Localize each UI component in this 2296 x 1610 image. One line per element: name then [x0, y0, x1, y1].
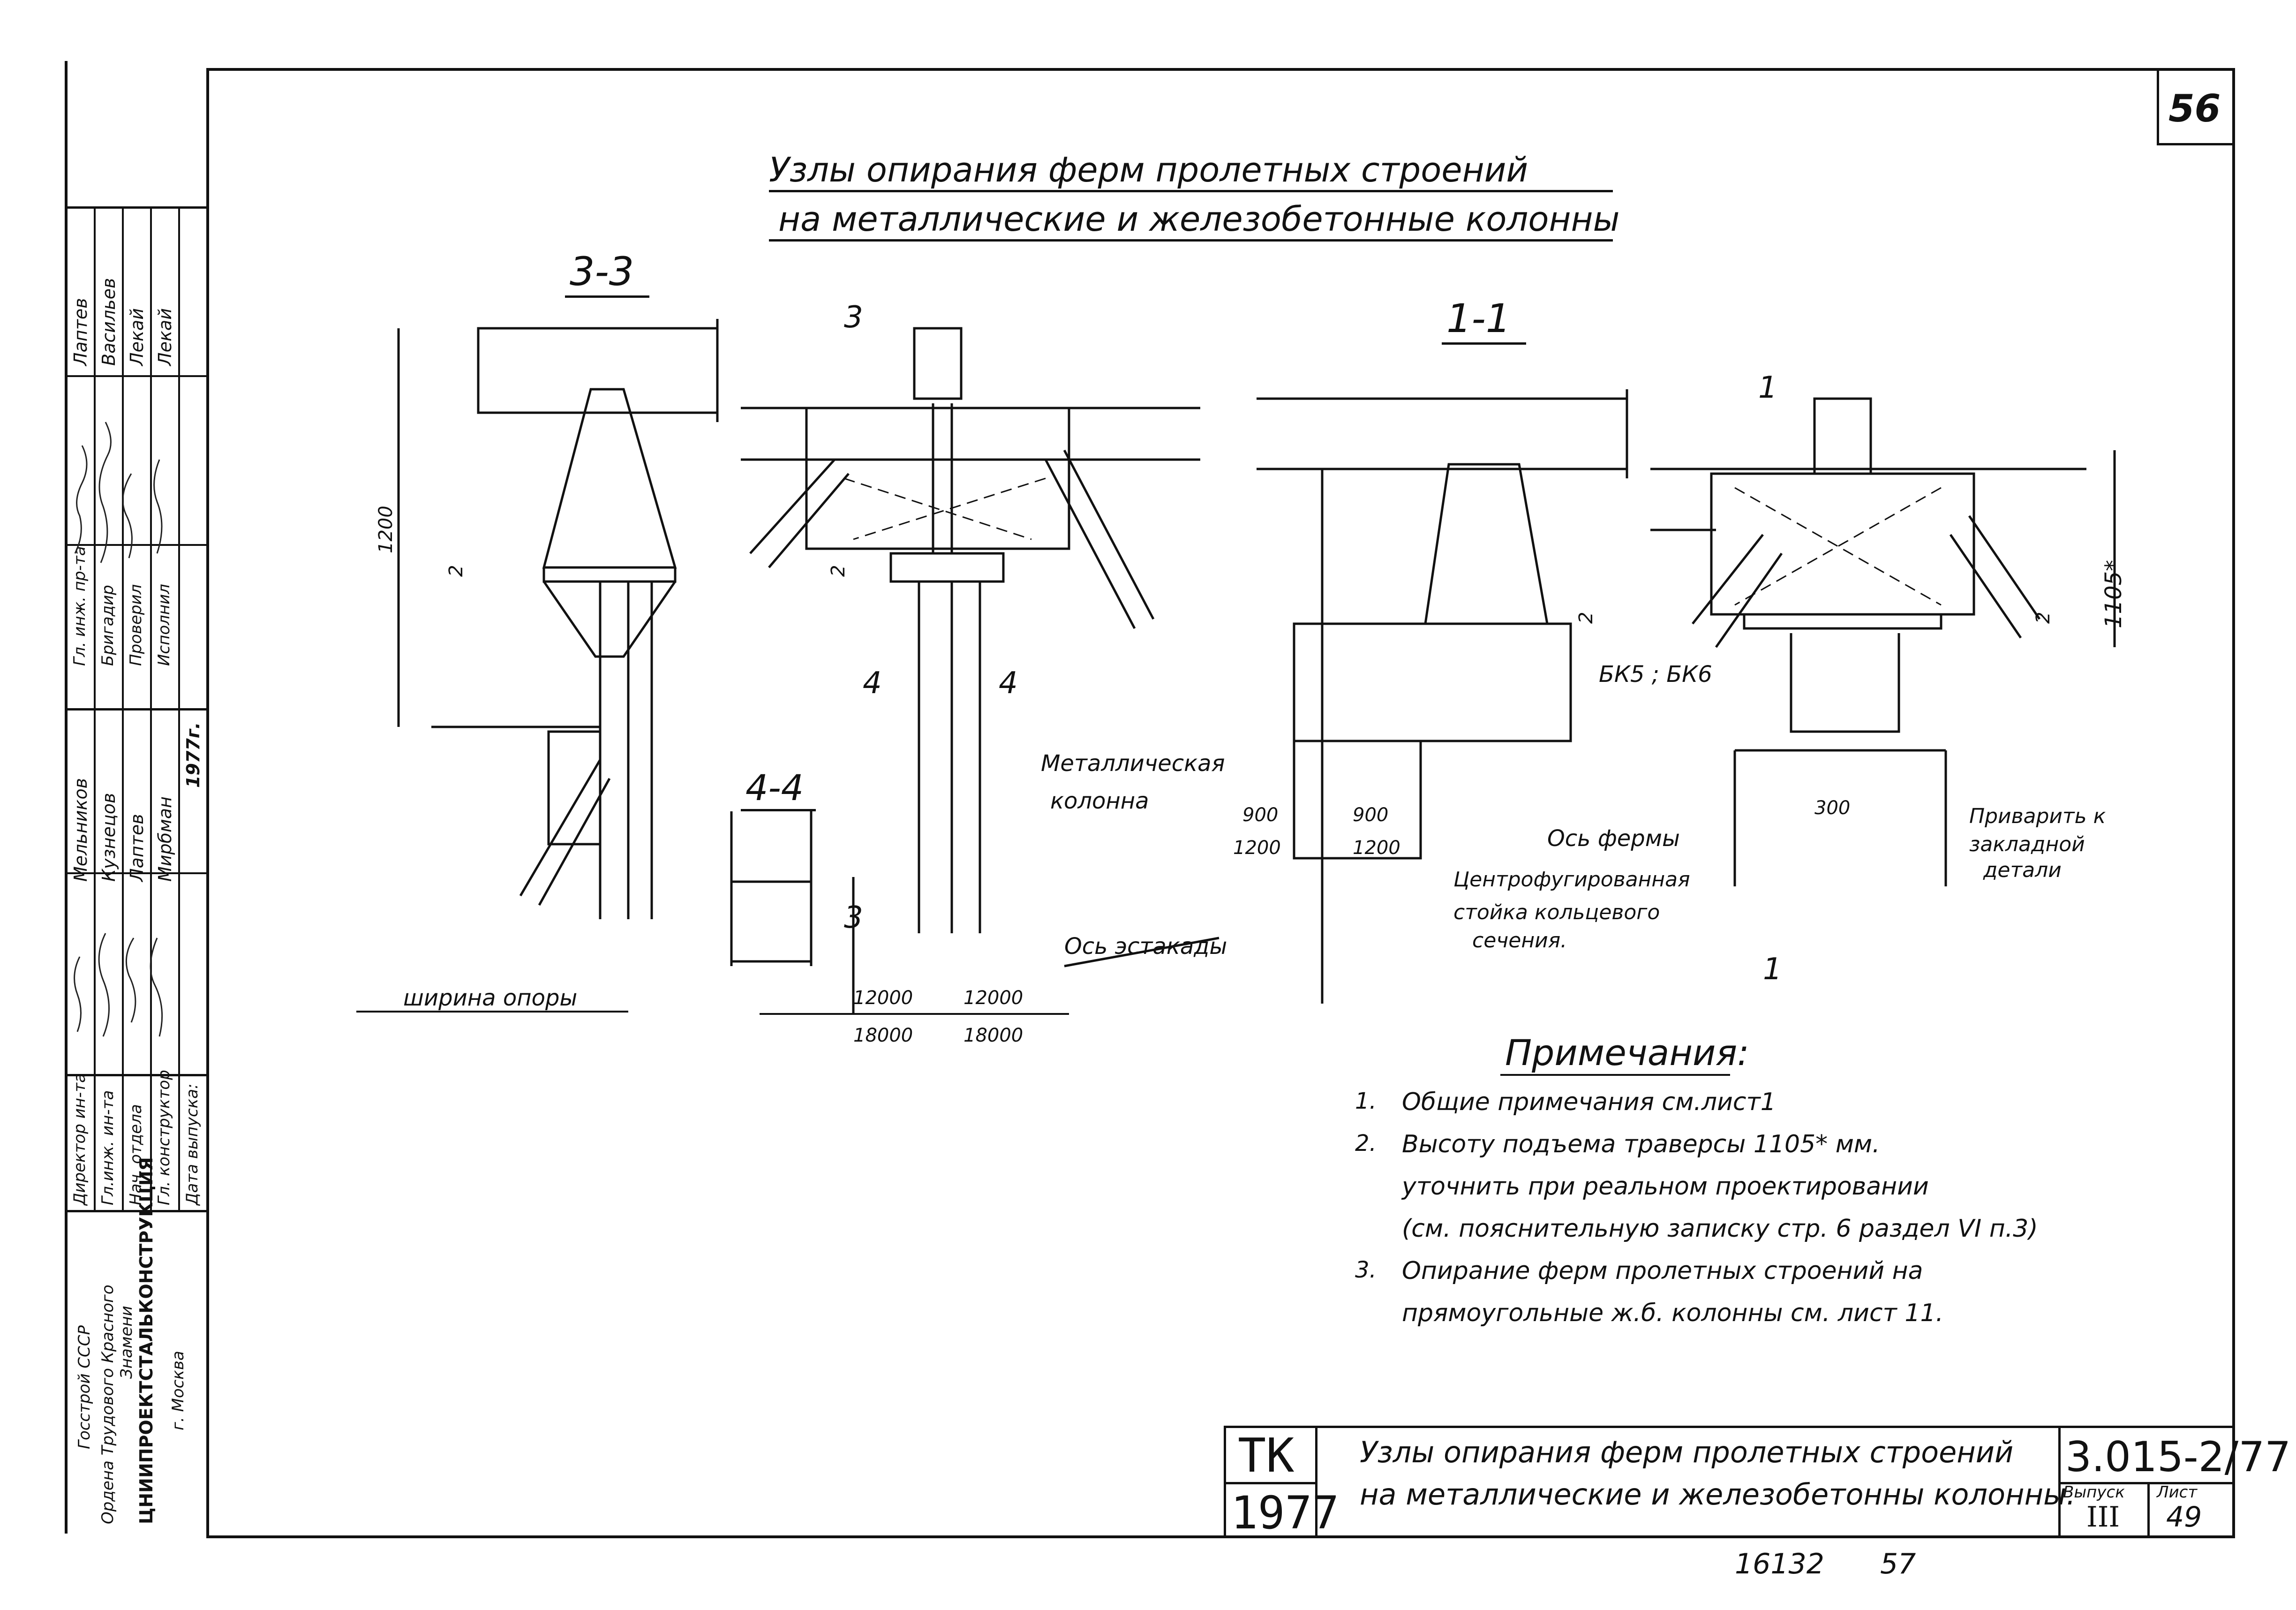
note-2-num: 2.	[1355, 1130, 1377, 1156]
title-block-desc-2: на металлические и железобетонны колонны…	[1360, 1477, 2076, 1512]
sheet-number-box	[2157, 68, 2235, 145]
metal-column-label-1: Металлическая	[1041, 750, 1225, 777]
centrifuged-label-2: стойка кольцевого	[1453, 900, 1660, 924]
main-title-line2: на металлические и железобетонные колонн…	[778, 199, 1620, 239]
dim-1200-b: 1200	[1353, 837, 1400, 859]
weld-2c: 2	[1575, 612, 1597, 624]
dim-18000-a: 18000	[853, 1025, 913, 1046]
sheet-value: 49	[2166, 1501, 2202, 1534]
note-2-line3: (см. пояснительную записку стр. 6 раздел…	[1402, 1215, 2038, 1243]
cut-4-right: 4	[999, 666, 1018, 701]
support-width-label: ширина опоры	[403, 985, 578, 1011]
issue-value: III	[2086, 1501, 2120, 1534]
weld-to-label-3: детали	[1983, 858, 2062, 882]
dim-1200-a: 1200	[1233, 837, 1281, 859]
page-counter: 57	[1880, 1548, 1916, 1580]
note-3-line2: прямоугольные ж.б. колонны см. лист 11.	[1402, 1299, 1944, 1327]
dim-1200-vertical: 1200	[375, 506, 397, 553]
drawing-code: 3.015-2/77	[2065, 1433, 2291, 1481]
left-binding-line	[65, 61, 68, 1534]
note-3-line1: Опирание ферм пролетных строений на	[1402, 1257, 1923, 1285]
cut-1-bottom: 1	[1763, 952, 1782, 987]
truss-axis-label: Ось фермы	[1547, 825, 1680, 852]
cut-1-top: 1	[1758, 370, 1777, 405]
weld-2d: 2	[2033, 612, 2054, 624]
drawing-frame	[206, 68, 2235, 1538]
bk-label: БК5 ; БК6	[1599, 661, 1712, 688]
cut-3-top: 3	[844, 300, 863, 335]
notes-heading: Примечания:	[1505, 1032, 1749, 1073]
section-3-3-title: 3-3	[570, 249, 634, 295]
weld-to-label-2: закладной	[1969, 832, 2085, 856]
note-1-line1: Общие примечания см.лист1	[1402, 1088, 1776, 1116]
section-1-1-title: 1-1	[1446, 295, 1511, 341]
left-stamp	[66, 206, 206, 1538]
metal-column-label-2: колонна	[1050, 788, 1149, 814]
org-mark-top: ТК	[1238, 1428, 1295, 1483]
centrifuged-label-3: сечения.	[1472, 929, 1567, 952]
dim-18000-b: 18000	[964, 1025, 1024, 1046]
sheet-label: Лист	[2157, 1483, 2198, 1502]
dim-12000-b: 12000	[964, 987, 1024, 1009]
note-2-line1: Высоту подъема траверсы 1105* мм.	[1402, 1130, 1880, 1158]
overpass-axis-label: Ось эстакады	[1064, 933, 1227, 960]
main-title-line1: Узлы опирания ферм пролетных строений	[769, 150, 1528, 189]
weld-2a: 2	[445, 565, 467, 577]
cut-4-left: 4	[863, 666, 882, 701]
dim-300: 300	[1814, 797, 1851, 819]
dim-12000-a: 12000	[853, 987, 913, 1009]
title-block-desc-1: Узлы опирания ферм пролетных строений	[1360, 1435, 2014, 1469]
org-mark-year: 1977	[1231, 1487, 1340, 1539]
section-4-4-title: 4-4	[745, 767, 804, 809]
cut-3-bottom: 3	[844, 900, 863, 935]
dim-1105: 1105*	[2100, 559, 2127, 628]
dim-900-a: 900	[1242, 804, 1279, 826]
sheet-number: 56	[2168, 87, 2221, 130]
weld-to-label-1: Приварить к	[1969, 804, 2106, 828]
note-2-line2: уточнить при реальном проектировании	[1402, 1172, 1929, 1201]
archive-number: 16132	[1735, 1548, 1824, 1580]
centrifuged-label-1: Центрофугированная	[1453, 868, 1690, 892]
note-3-num: 3.	[1355, 1257, 1377, 1283]
issue-label: Выпуск	[2063, 1483, 2125, 1502]
note-1-num: 1.	[1355, 1088, 1377, 1114]
weld-2b: 2	[828, 565, 849, 577]
dim-900-b: 900	[1353, 804, 1389, 826]
